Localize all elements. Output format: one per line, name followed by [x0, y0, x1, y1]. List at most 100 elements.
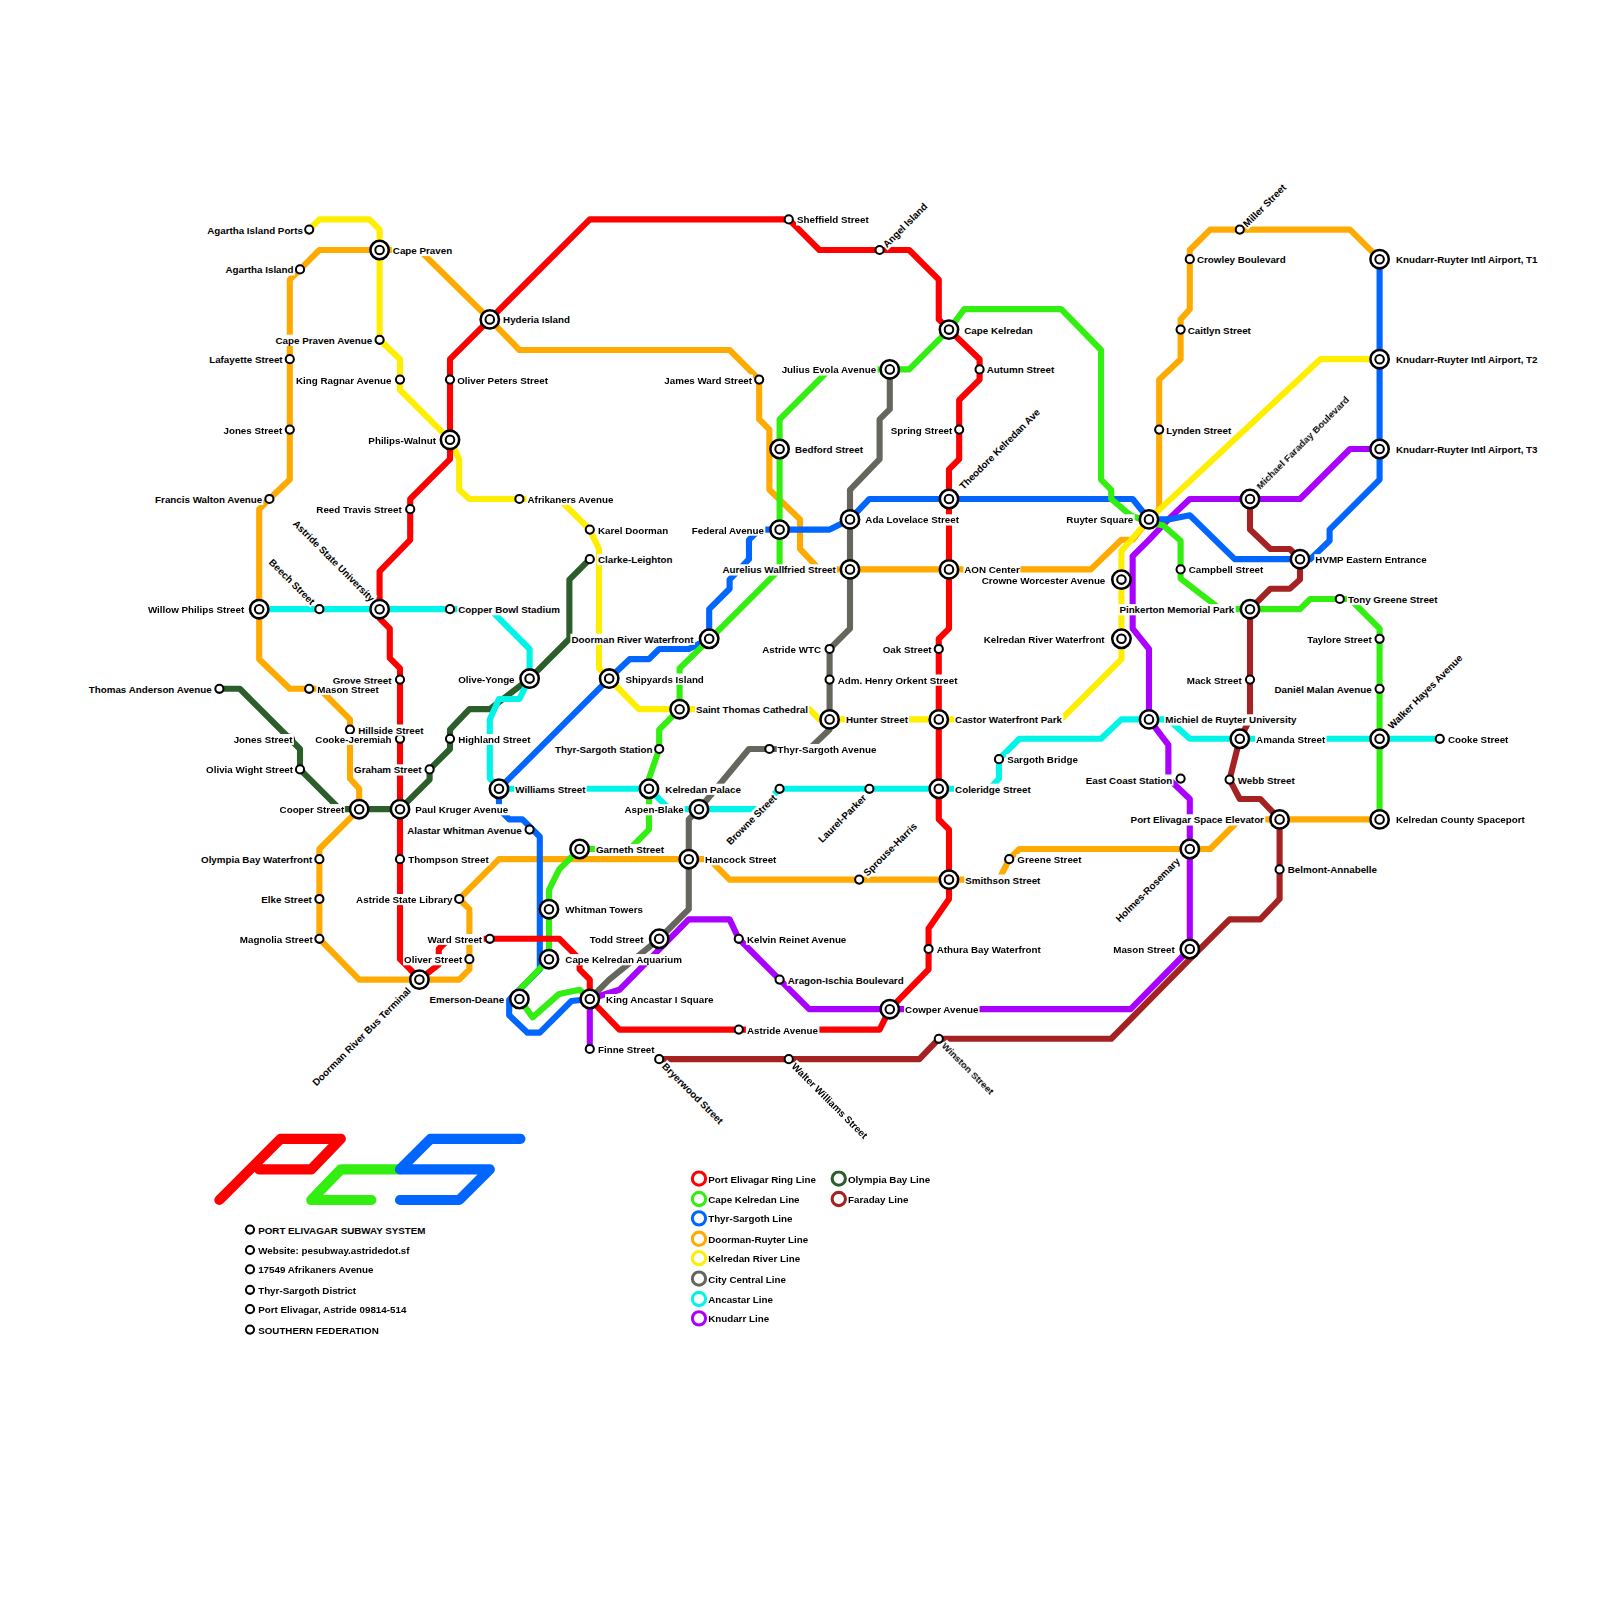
station-marker: [1181, 840, 1199, 858]
station-name: Elke Street: [260, 893, 313, 904]
station-marker: [526, 826, 534, 834]
station-name: Shipyards Island: [624, 673, 704, 684]
station-name: Tony Greene Street: [1347, 593, 1439, 604]
station-marker: [680, 850, 698, 868]
station-name: Whitman Towers: [564, 904, 644, 915]
station-name: Walker Hayes Avenue: [1385, 651, 1466, 732]
station-marker: [246, 1305, 254, 1313]
legend-text: Olympia Bay Line: [848, 1173, 930, 1184]
station-marker: [876, 246, 884, 254]
swatch-dot: [696, 1316, 701, 1321]
station-marker: [1376, 635, 1384, 643]
station-name: Pinkerton Memorial Park: [1118, 604, 1235, 615]
station-marker: [350, 800, 368, 818]
station-name: King Ancastar I Square: [605, 993, 714, 1004]
station-marker: [286, 355, 294, 363]
station-name: Oliver Street: [403, 954, 463, 965]
subway-line: [659, 499, 1300, 1059]
station-marker: [370, 241, 388, 259]
station-name: Athura Bay Waterfront: [936, 943, 1042, 954]
swatch-dot: [696, 1296, 701, 1301]
legend-swatch: [691, 1250, 707, 1266]
station-name: Olivia Wight Street: [205, 764, 294, 775]
station-marker: [586, 995, 595, 1004]
station-marker: [826, 645, 834, 653]
station-name: Webb Street: [1237, 774, 1296, 785]
station-marker: [296, 265, 304, 273]
legend-text: City Central Line: [708, 1273, 786, 1284]
station-marker: [396, 376, 404, 384]
station-marker: [586, 526, 594, 534]
station-marker: [886, 1005, 895, 1014]
station-name: Magnolia Street: [239, 933, 314, 944]
station-marker: [940, 560, 958, 578]
station-marker: [1370, 350, 1388, 368]
station-marker: [935, 645, 943, 653]
station-name: Aspen-Blake: [623, 804, 684, 815]
logo-s: [400, 1139, 520, 1200]
station-marker: [935, 1035, 943, 1043]
station-marker: [655, 1055, 663, 1063]
station-marker: [785, 1055, 793, 1063]
station-name: Knudarr-Ruyter Intl Airport, T3: [1395, 443, 1539, 454]
station-name: Ada Lovelace Street: [864, 514, 960, 525]
station-marker: [940, 320, 958, 338]
info-text: PORT ELIVAGAR SUBWAY SYSTEM: [257, 1224, 426, 1235]
station-marker: [825, 715, 834, 724]
station-marker: [1005, 855, 1013, 863]
station-marker: [486, 935, 494, 943]
station-marker: [315, 855, 323, 863]
station-name: Aurelius Wallfried Street: [721, 564, 836, 575]
station-marker: [1291, 550, 1309, 568]
station-name: Cowper Avenue: [904, 1004, 979, 1015]
station-name: Amanda Street: [1255, 733, 1326, 744]
station-marker: [765, 745, 773, 753]
station-marker: [1276, 865, 1284, 873]
info-text: Thyr-Sargoth District: [257, 1284, 357, 1295]
station-name: Reed Travis Street: [315, 504, 402, 515]
station-marker: [995, 755, 1003, 763]
station-marker: [1145, 515, 1154, 524]
station-marker: [695, 805, 704, 814]
legend-text: Ancastar Line: [708, 1293, 773, 1304]
station-marker: [700, 630, 718, 648]
swatch-dot: [696, 1236, 701, 1241]
legend-text: Kelredan River Line: [708, 1253, 800, 1264]
station-marker: [410, 970, 428, 988]
station-name: Castor Waterfront Park: [954, 714, 1063, 725]
subway-line: [259, 609, 1440, 809]
station-marker: [396, 735, 404, 743]
station-name: James Ward Street: [663, 374, 753, 385]
station-name: Williams Street: [514, 783, 586, 794]
station-marker: [1375, 355, 1384, 364]
station-marker: [775, 445, 784, 454]
station-marker: [570, 840, 588, 858]
station-marker: [581, 990, 599, 1008]
station-name: Astride WTC: [761, 643, 822, 654]
station-marker: [690, 800, 708, 818]
station-marker: [1241, 600, 1259, 618]
station-marker: [1177, 565, 1185, 573]
station-name: Sargoth Bridge: [1006, 754, 1079, 765]
station-name: Theodore Kelredan Ave: [956, 405, 1043, 492]
station-name: Hyderia Island: [502, 314, 571, 325]
station-marker: [255, 605, 264, 614]
station-name: Hunter Street: [845, 714, 909, 725]
station-name: Knudarr-Ruyter Intl Airport, T2: [1395, 354, 1539, 365]
legend-text: Thyr-Sargoth Line: [708, 1213, 792, 1224]
station-marker: [575, 845, 584, 854]
station-marker: [846, 515, 855, 524]
station-marker: [930, 780, 948, 798]
legend-text: Port Elivagar Ring Line: [708, 1173, 816, 1184]
station-marker: [1177, 774, 1185, 782]
station-name: Garneth Street: [595, 843, 665, 854]
station-marker: [1181, 940, 1199, 958]
station-marker: [375, 246, 384, 255]
station-name: Cooke-Jeremiah: [314, 733, 392, 744]
station-name: Alastar Whitman Avenue: [406, 824, 523, 835]
station-marker: [776, 976, 784, 984]
station-name: Cape Kelredan: [963, 324, 1034, 335]
station-marker: [545, 955, 554, 964]
station-name: Astride State Library: [355, 893, 453, 904]
station-marker: [1336, 595, 1344, 603]
